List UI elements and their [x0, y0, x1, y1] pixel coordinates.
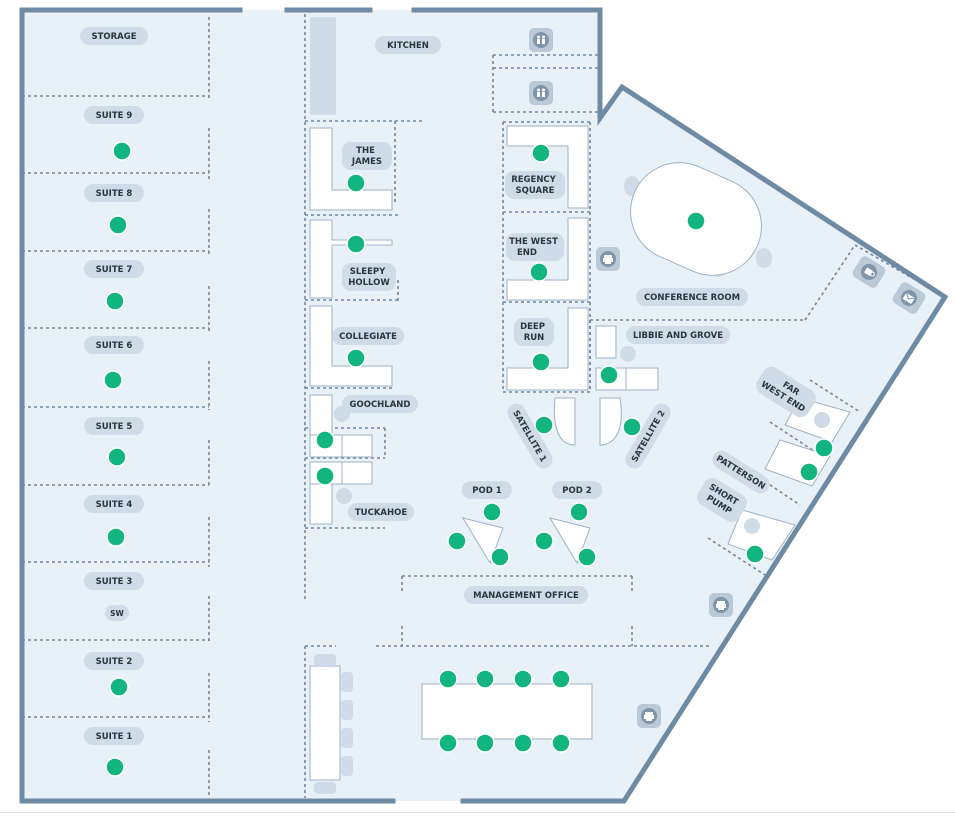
label-deep-run[interactable]: DEEP RUN — [520, 322, 548, 343]
seat-management-2[interactable] — [475, 669, 495, 689]
facility-icons — [529, 28, 927, 728]
label-sleepy-hollow[interactable]: SLEEPY HOLLOW — [348, 267, 390, 288]
kitchen-counter — [310, 17, 336, 115]
printer-icon[interactable] — [709, 593, 733, 617]
seat-libbie-and-grove[interactable] — [599, 365, 619, 385]
seat-suite-8[interactable] — [108, 215, 128, 235]
label-goochland[interactable]: GOOCHLAND — [350, 400, 411, 410]
partitions — [22, 14, 946, 798]
seat-pod-1-c[interactable] — [490, 547, 510, 567]
seat-goochland[interactable] — [315, 430, 335, 450]
label-regency-square[interactable]: REGENCY SQUARE — [511, 175, 559, 196]
seat-suite-5[interactable] — [107, 447, 127, 467]
label-sw: SW — [110, 609, 124, 618]
room-labels: STORAGE KITCHEN SUITE 9 SUITE 8 SUITE 7 … — [80, 27, 748, 745]
seat-pod-2-c[interactable] — [577, 547, 597, 567]
seat-the-west-end[interactable] — [529, 262, 549, 282]
seat-sleepy-hollow[interactable] — [346, 234, 366, 254]
seat-the-james[interactable] — [346, 173, 366, 193]
seat-satellite-2[interactable] — [622, 417, 642, 437]
seat-suite-9[interactable] — [112, 141, 132, 161]
seat-conference-room[interactable] — [686, 211, 706, 231]
label-tuckahoe[interactable]: TUCKAHOE — [355, 508, 407, 518]
seat-suite-1[interactable] — [105, 757, 125, 777]
seat-patterson[interactable] — [799, 462, 819, 482]
seat-tuckahoe[interactable] — [315, 466, 335, 486]
seat-management-7[interactable] — [513, 733, 533, 753]
restroom-icon[interactable] — [529, 28, 553, 52]
seat-suite-4[interactable] — [106, 527, 126, 547]
seat-short-pump[interactable] — [745, 544, 765, 564]
label-suite-4[interactable]: SUITE 4 — [96, 500, 133, 510]
label-libbie-and-grove[interactable]: LIBBIE AND GROVE — [633, 331, 723, 341]
seat-management-1[interactable] — [438, 669, 458, 689]
printer-icon[interactable] — [637, 704, 661, 728]
label-the-james[interactable]: THE JAMES — [351, 146, 382, 167]
label-pod-1[interactable]: POD 1 — [472, 486, 501, 496]
seat-management-3[interactable] — [513, 669, 533, 689]
label-conference-room[interactable]: CONFERENCE ROOM — [644, 293, 740, 303]
seat-pod-1-b[interactable] — [447, 531, 467, 551]
label-suite-7[interactable]: SUITE 7 — [96, 265, 133, 275]
seat-far-west-end[interactable] — [814, 438, 834, 458]
bottom-divider — [0, 812, 955, 813]
label-pod-2[interactable]: POD 2 — [562, 486, 591, 496]
seat-management-5[interactable] — [438, 733, 458, 753]
label-suite-5[interactable]: SUITE 5 — [96, 422, 133, 432]
room-labels-multiline: THE JAMES SLEEPY HOLLOW REGENCY SQUARE T… — [342, 142, 565, 346]
seat-suite-7[interactable] — [105, 291, 125, 311]
seat-collegiate[interactable] — [346, 348, 366, 368]
label-collegiate[interactable]: COLLEGIATE — [339, 332, 397, 342]
seat-management-4[interactable] — [551, 669, 571, 689]
seat-deep-run[interactable] — [531, 352, 551, 372]
coffee-icon[interactable] — [851, 254, 887, 289]
seat-suite-6[interactable] — [103, 370, 123, 390]
label-the-west-end[interactable]: THE WEST END — [509, 237, 561, 258]
seat-management-8[interactable] — [551, 733, 571, 753]
seat-pod-1-a[interactable] — [482, 502, 502, 522]
seats — [103, 141, 834, 777]
label-suite-9[interactable]: SUITE 9 — [96, 111, 133, 121]
label-suite-1[interactable]: SUITE 1 — [96, 732, 133, 742]
seat-regency-square[interactable] — [531, 143, 551, 163]
label-management-office[interactable]: MANAGEMENT OFFICE — [473, 591, 579, 601]
printer-icon[interactable] — [596, 247, 620, 271]
mail-icon[interactable] — [891, 280, 927, 315]
label-suite-2[interactable]: SUITE 2 — [96, 657, 133, 667]
seat-management-6[interactable] — [475, 733, 495, 753]
label-kitchen: KITCHEN — [387, 41, 429, 51]
outer-walls — [19, 7, 949, 804]
seat-satellite-1[interactable] — [534, 415, 554, 435]
seat-pod-2-a[interactable] — [569, 502, 589, 522]
seat-pod-2-b[interactable] — [534, 531, 554, 551]
label-suite-6[interactable]: SUITE 6 — [96, 341, 133, 351]
label-storage: STORAGE — [91, 32, 136, 42]
label-suite-8[interactable]: SUITE 8 — [96, 189, 133, 199]
seat-suite-2[interactable] — [109, 677, 129, 697]
label-suite-3[interactable]: SUITE 3 — [96, 577, 133, 587]
restroom-icon[interactable] — [529, 81, 553, 105]
